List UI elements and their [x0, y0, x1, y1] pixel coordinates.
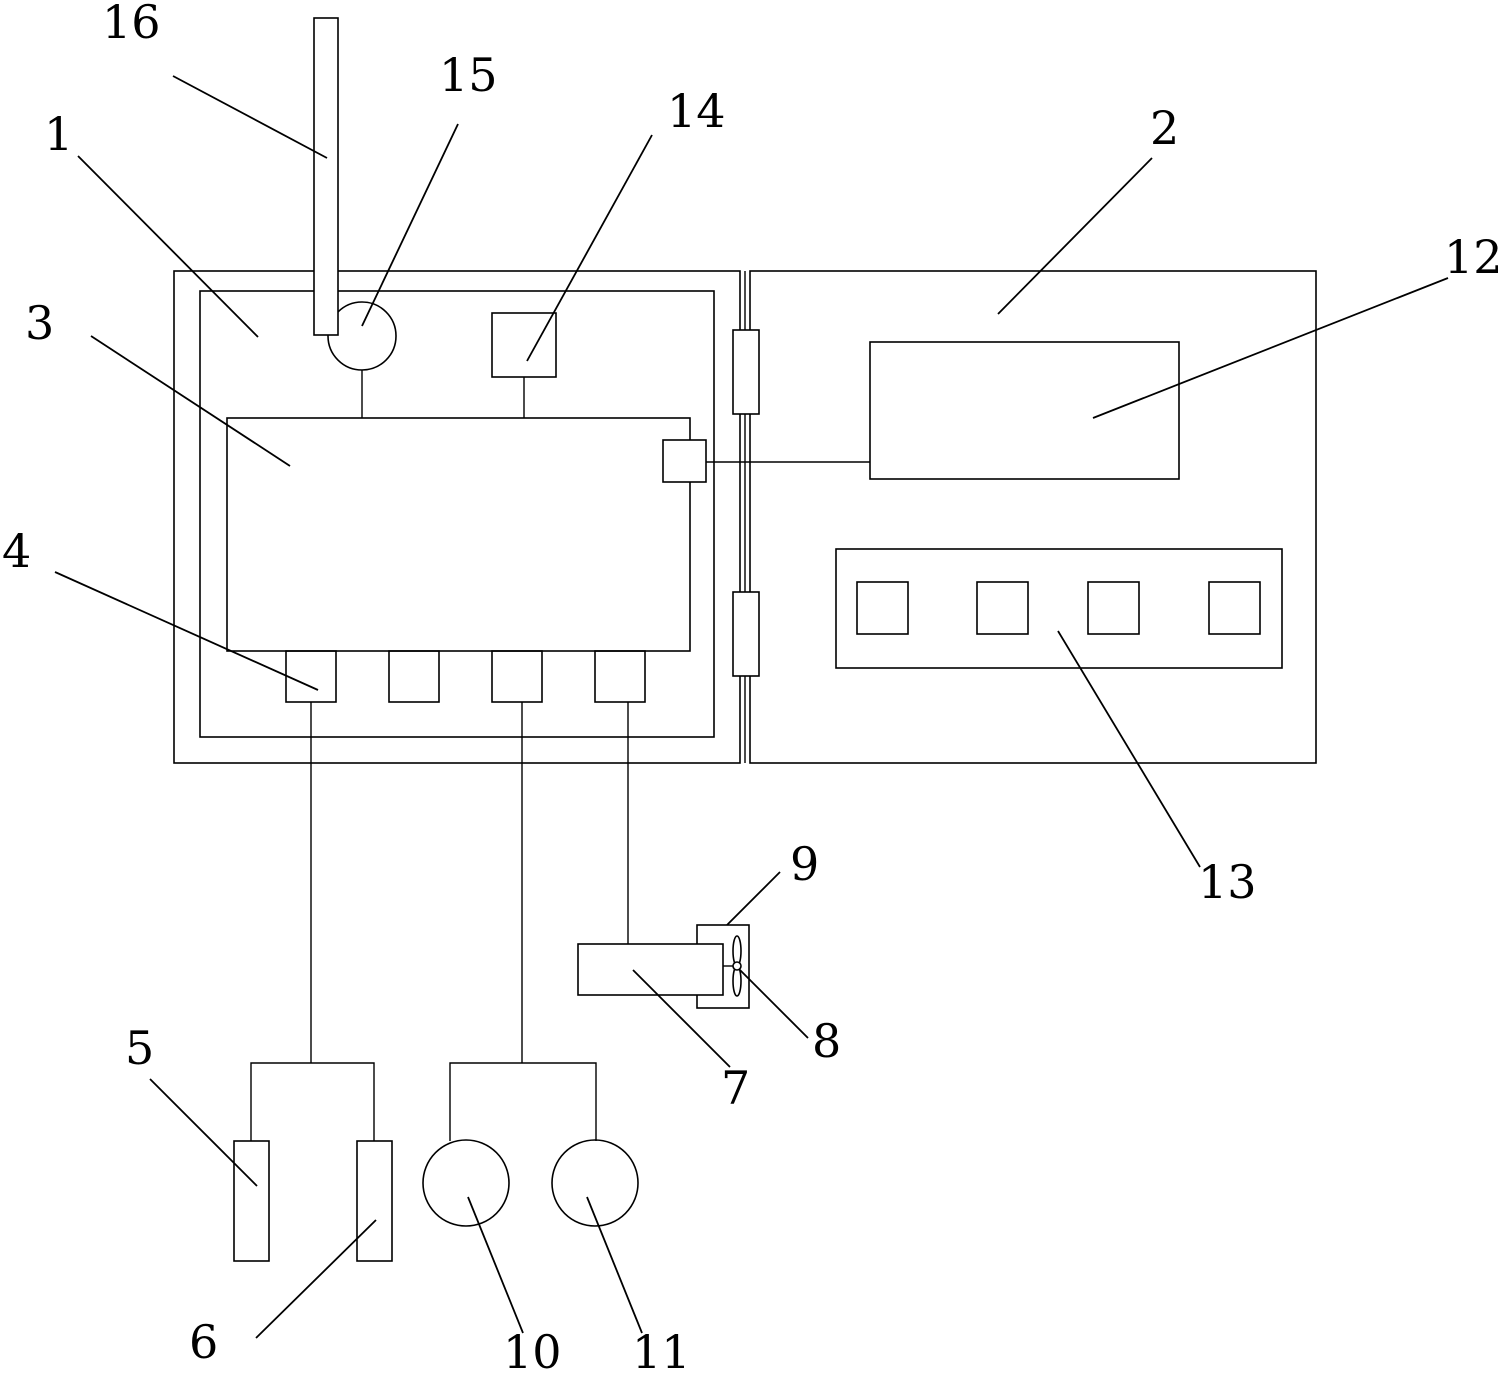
button-3: [1087, 581, 1140, 635]
label-14: 14: [667, 84, 726, 138]
label-2: 2: [1150, 101, 1179, 155]
sensor-circle: [327, 301, 397, 371]
leader-9: [726, 871, 781, 926]
label-8: 8: [812, 1014, 841, 1068]
electrode-wire-branch: [250, 1062, 375, 1141]
label-10: 10: [503, 1325, 562, 1375]
sensor-11: [551, 1139, 639, 1227]
label-5: 5: [125, 1021, 154, 1075]
probe-rod: [313, 17, 339, 336]
leader-3: [90, 335, 291, 467]
label-1: 1: [44, 107, 73, 161]
upper-hinge: [732, 329, 760, 415]
leader-1: [77, 155, 259, 338]
label-11: 11: [632, 1325, 691, 1375]
port-2: [388, 650, 440, 703]
label-13: 13: [1198, 855, 1257, 909]
display-module: [869, 341, 1180, 480]
leader-6: [255, 1219, 377, 1339]
button-4: [1208, 581, 1261, 635]
leader-16: [172, 75, 328, 159]
fan-hub: [732, 961, 742, 971]
label-9: 9: [790, 837, 819, 891]
button-2: [976, 581, 1029, 635]
sensor-10: [422, 1139, 510, 1227]
leader-8: [738, 968, 809, 1039]
button-panel: [835, 548, 1283, 669]
label-16: 16: [102, 0, 161, 49]
label-6: 6: [189, 1315, 218, 1369]
port-3: [491, 650, 543, 703]
leader-10: [467, 1196, 524, 1334]
left-housing-inner: [199, 290, 715, 738]
port-1: [285, 650, 337, 703]
sensor-wire-branch: [449, 1062, 597, 1141]
label-12: 12: [1444, 230, 1501, 284]
button-1: [856, 581, 909, 635]
main-board: [226, 417, 691, 652]
leader-4: [54, 571, 319, 691]
label-15: 15: [439, 48, 498, 102]
leader-14: [526, 134, 653, 362]
module-box: [491, 312, 557, 378]
right-panel: [749, 270, 1317, 764]
port-4: [594, 650, 646, 703]
left-housing-outer: [173, 270, 741, 764]
leader-5: [149, 1078, 258, 1187]
label-4: 4: [2, 524, 31, 578]
label-7: 7: [721, 1061, 750, 1115]
leader-7: [632, 969, 731, 1068]
lower-hinge: [732, 591, 760, 677]
electrode-6: [356, 1140, 393, 1262]
board-connector: [662, 439, 707, 483]
label-3: 3: [25, 296, 54, 350]
electrode-5: [233, 1140, 270, 1262]
leader-13: [1057, 630, 1201, 868]
leader-2: [997, 157, 1153, 315]
leader-12: [1092, 277, 1449, 419]
leader-15: [361, 123, 459, 327]
leader-11: [586, 1196, 643, 1334]
